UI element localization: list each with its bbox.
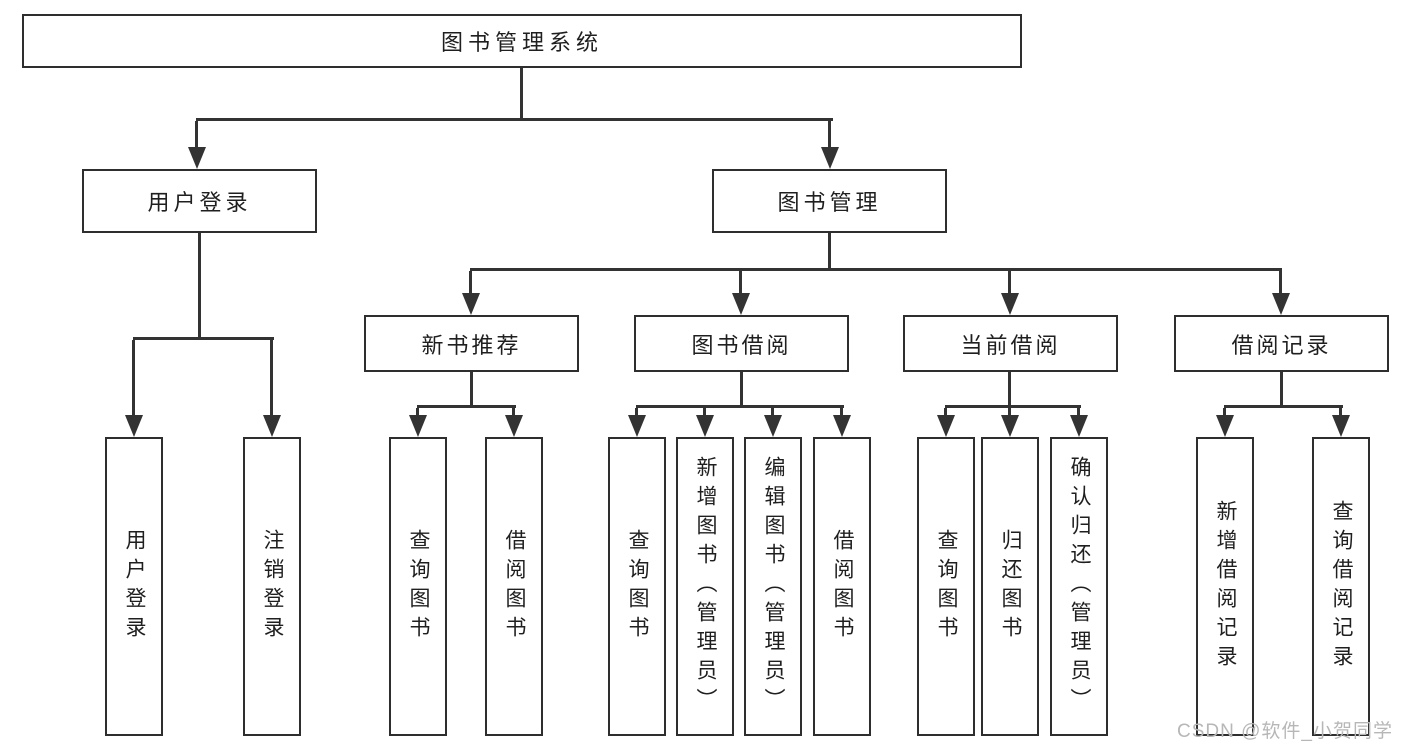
node-library-management-system: 图书管理系统: [22, 14, 1022, 68]
connector-root-split: [196, 118, 833, 121]
leaf-confirm-return-admin: 确认归还（管理员）: [1050, 437, 1108, 736]
connector-records-split: [1224, 405, 1343, 408]
leaf-borrow-books-recommend: 借阅图书: [485, 437, 543, 736]
arrow-to-new-book-recommend: [462, 271, 480, 315]
node-borrow-records: 借阅记录: [1174, 315, 1389, 372]
leaf-logout: 注销登录: [243, 437, 301, 736]
arrow-records-leaf-2: [1332, 408, 1350, 437]
arrow-to-user-login: [188, 121, 206, 169]
arrow-to-book-borrow: [732, 271, 750, 315]
connector-recommend-stub: [470, 372, 473, 408]
arrow-to-borrow-records: [1272, 271, 1290, 315]
leaf-return-books: 归还图书: [981, 437, 1039, 736]
connector-user-login-stub: [198, 233, 201, 340]
arrow-to-leaf-user-login: [125, 340, 143, 437]
connector-recommend-split: [417, 405, 516, 408]
leaf-query-borrow-record: 查询借阅记录: [1312, 437, 1370, 736]
arrow-to-current-borrow: [1001, 271, 1019, 315]
leaf-query-books-borrow: 查询图书: [608, 437, 666, 736]
connector-user-login-split: [133, 337, 274, 340]
leaf-borrow-books: 借阅图书: [813, 437, 871, 736]
leaf-user-login: 用户登录: [105, 437, 163, 736]
arrow-borrow-leaf-4: [833, 408, 851, 437]
arrow-to-book-management: [821, 121, 839, 169]
node-user-login: 用户登录: [82, 169, 317, 233]
arrow-borrow-leaf-1: [628, 408, 646, 437]
arrow-current-leaf-2: [1001, 408, 1019, 437]
node-book-management: 图书管理: [712, 169, 947, 233]
arrow-to-leaf-logout: [263, 340, 281, 437]
csdn-watermark: CSDN @软件_小贺同学: [1177, 721, 1393, 742]
connector-book-management-split: [470, 268, 1282, 271]
arrow-recommend-leaf-2: [505, 408, 523, 437]
leaf-query-books-current: 查询图书: [917, 437, 975, 736]
connector-root-stub: [520, 68, 523, 121]
arrow-recommend-leaf-1: [409, 408, 427, 437]
leaf-edit-books-admin: 编辑图书（管理员）: [744, 437, 802, 736]
arrow-borrow-leaf-3: [764, 408, 782, 437]
connector-borrow-split: [636, 405, 844, 408]
arrow-borrow-leaf-2: [696, 408, 714, 437]
connector-book-management-stub: [828, 233, 831, 271]
node-new-book-recommend: 新书推荐: [364, 315, 579, 372]
node-book-borrow: 图书借阅: [634, 315, 849, 372]
arrow-records-leaf-1: [1216, 408, 1234, 437]
connector-current-stub: [1008, 372, 1011, 408]
connector-borrow-stub: [740, 372, 743, 408]
connector-current-split: [945, 405, 1081, 408]
leaf-query-books-recommend: 查询图书: [389, 437, 447, 736]
node-current-borrow: 当前借阅: [903, 315, 1118, 372]
connector-records-stub: [1280, 372, 1283, 408]
arrow-current-leaf-1: [937, 408, 955, 437]
leaf-add-books-admin: 新增图书（管理员）: [676, 437, 734, 736]
arrow-current-leaf-3: [1070, 408, 1088, 437]
leaf-add-borrow-record: 新增借阅记录: [1196, 437, 1254, 736]
